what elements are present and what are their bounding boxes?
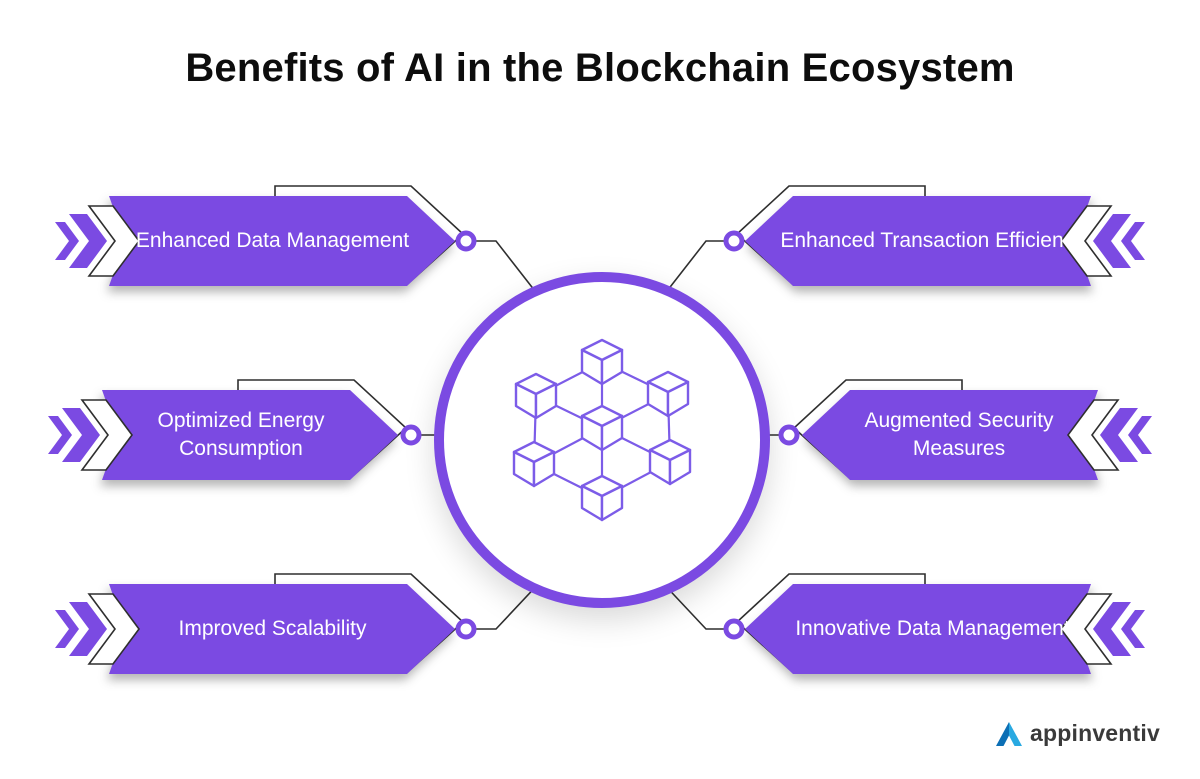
banner-label: Enhanced Transaction Efficiency <box>780 228 1085 252</box>
banner-enhanced-transaction-efficiency: Enhanced Transaction Efficiency <box>725 178 1145 304</box>
connector-dot <box>455 230 477 252</box>
cube-top <box>580 338 624 386</box>
chevron-icon <box>1093 214 1131 268</box>
appinventiv-logo: appinventiv <box>995 720 1160 747</box>
appinventiv-logo-text: appinventiv <box>1029 720 1160 746</box>
connector-dot <box>723 230 745 252</box>
chevron-outline-icon <box>1060 593 1113 665</box>
cube-center <box>580 404 624 452</box>
chevron-icon <box>69 214 107 268</box>
connector-dot <box>400 424 422 446</box>
cube-upper-left <box>514 372 558 420</box>
banner-label: Optimized Energy Consumption <box>157 408 325 460</box>
banner-label: Improved Scalability <box>178 616 367 640</box>
cube-lower-left <box>512 440 556 488</box>
banner-label: Enhanced Data Management <box>135 228 410 252</box>
chevron-icon <box>1128 416 1152 454</box>
chevron-outline-icon <box>1067 399 1120 471</box>
page-title: Benefits of AI in the Blockchain Ecosyst… <box>185 46 1015 90</box>
chevron-icon <box>1121 610 1145 648</box>
chevron-icon <box>62 408 100 462</box>
cube-bottom <box>580 474 624 522</box>
banner-label: Augmented Security Measures <box>864 408 1054 460</box>
chevron-icon <box>1093 602 1131 656</box>
chevron-outline-icon <box>1060 205 1113 277</box>
chevron-icon <box>55 222 79 260</box>
banner-enhanced-data-management: Enhanced Data Management <box>55 178 475 304</box>
banner-ribbon <box>745 196 1091 286</box>
banner-ribbon <box>109 584 455 674</box>
appinventiv-logo-icon <box>995 721 1022 746</box>
cube-upper-right <box>646 370 690 418</box>
chevron-icon <box>48 416 72 454</box>
banner-ribbon <box>802 390 1098 480</box>
banner-ribbon <box>745 584 1091 674</box>
banner-optimized-energy-consumption: Optimized Energy Consumption <box>48 372 418 498</box>
banner-ribbon <box>102 390 398 480</box>
connector-dot <box>778 424 800 446</box>
chevron-icon <box>69 602 107 656</box>
chevron-outline-icon <box>87 205 140 277</box>
banner-improved-scalability: Improved Scalability <box>55 566 475 692</box>
chevron-outline-icon <box>80 399 133 471</box>
cube-lower-right <box>648 438 692 486</box>
banner-augmented-security-measures: Augmented Security Measures <box>782 372 1152 498</box>
blockchain-network-icon <box>512 338 692 522</box>
connector-dot <box>455 618 477 640</box>
central-circle <box>434 272 770 608</box>
banner-label: Innovative Data Management <box>795 616 1070 640</box>
chevron-icon <box>1121 222 1145 260</box>
banner-ribbon <box>109 196 455 286</box>
chevron-icon <box>1100 408 1138 462</box>
chevron-outline-icon <box>87 593 140 665</box>
connector-dot <box>723 618 745 640</box>
banner-innovative-data-management: Innovative Data Management <box>725 566 1145 692</box>
chevron-icon <box>55 610 79 648</box>
